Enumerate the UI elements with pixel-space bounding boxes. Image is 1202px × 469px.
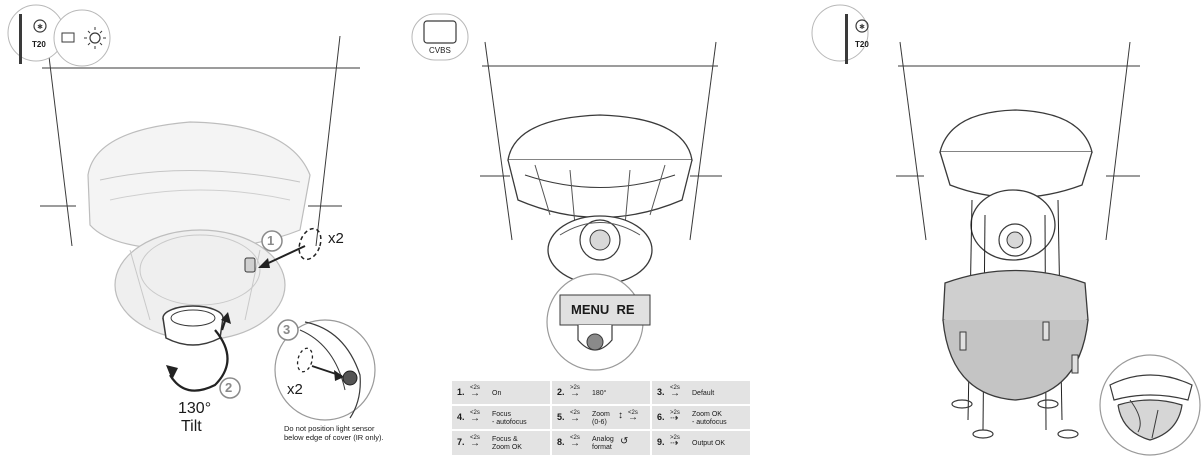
panel-2-diagram — [411, 13, 722, 371]
dome-cover — [942, 269, 1089, 401]
svg-text:✱: ✱ — [859, 23, 865, 31]
step-1-number: 1 — [267, 233, 275, 248]
rotate-arrows — [951, 399, 1079, 439]
tool-label-1: T20 — [32, 40, 46, 49]
svg-text:✱: ✱ — [37, 23, 43, 31]
menu-text: MENU RE — [571, 302, 635, 317]
light-sensor — [342, 370, 358, 386]
camera-lens — [162, 305, 224, 346]
cvbs-label: CVBS — [429, 46, 451, 55]
tilt-angle-label: 130° — [178, 400, 212, 417]
repeat-count-label: x2 — [328, 230, 344, 247]
torx-icon — [33, 19, 47, 33]
light-circle — [53, 9, 111, 67]
table-cell: 6.>2s⇢Zoom OK - autofocus — [651, 405, 751, 430]
camera-dome-open — [507, 114, 693, 285]
table-cell: 5.<2s→Zoom (0-6)↕<2s→ — [551, 405, 651, 430]
sensor-note: Do not position light sensor below edge … — [284, 424, 384, 442]
rotate-arrow-icon — [298, 227, 322, 261]
step-2-badge — [219, 377, 241, 399]
screwdriver-icon — [845, 14, 848, 64]
wall-line-right — [315, 35, 341, 247]
repeat-count-label-inset: x2 — [287, 381, 303, 398]
table-cell: 4.<2s→Focus - autofocus — [451, 405, 551, 430]
panel-3-diagram: ✱ — [811, 4, 1201, 456]
step-1-badge — [261, 230, 283, 252]
up-down-arrow-icon: ↕ — [618, 410, 623, 421]
monitor-icon — [423, 20, 457, 44]
torx-icon — [855, 19, 869, 33]
menu-button[interactable] — [586, 333, 604, 351]
step-3-badge — [277, 319, 299, 341]
table-cell: 7.<2s→Focus & Zoom OK — [451, 430, 551, 456]
table-cell: 2.>2s→180° — [551, 380, 651, 405]
panel-1-diagram: ✱ — [7, 4, 376, 421]
wall-line-left — [46, 39, 73, 247]
table-cell: 8.<2s→Analog format↺ — [551, 430, 651, 456]
tool-label-3: T20 — [855, 40, 869, 49]
table-cell: 1.<2s→On — [451, 380, 551, 405]
tilt-label: Tilt — [181, 418, 202, 435]
step-3-number: 3 — [283, 322, 291, 337]
sun-icon — [89, 32, 101, 44]
screwdriver-icon — [19, 14, 22, 64]
camera-outline-icon — [61, 32, 75, 43]
tool-circle — [811, 4, 869, 62]
table-cell: 3.<2s→Default — [651, 380, 751, 405]
tilt-arrow — [169, 329, 229, 392]
step-2-number: 2 — [225, 380, 233, 395]
table-cell: 9.>2s⇢Output OK — [651, 430, 751, 456]
camera-dome-base — [939, 109, 1093, 261]
cycle-arrow-icon: ↺ — [620, 436, 629, 447]
menu-function-table: 1.<2s→On 2.>2s→180° 3.<2s→Default 4.<2s→… — [451, 380, 751, 456]
menu-label-plate — [559, 294, 651, 326]
screw — [244, 257, 256, 273]
